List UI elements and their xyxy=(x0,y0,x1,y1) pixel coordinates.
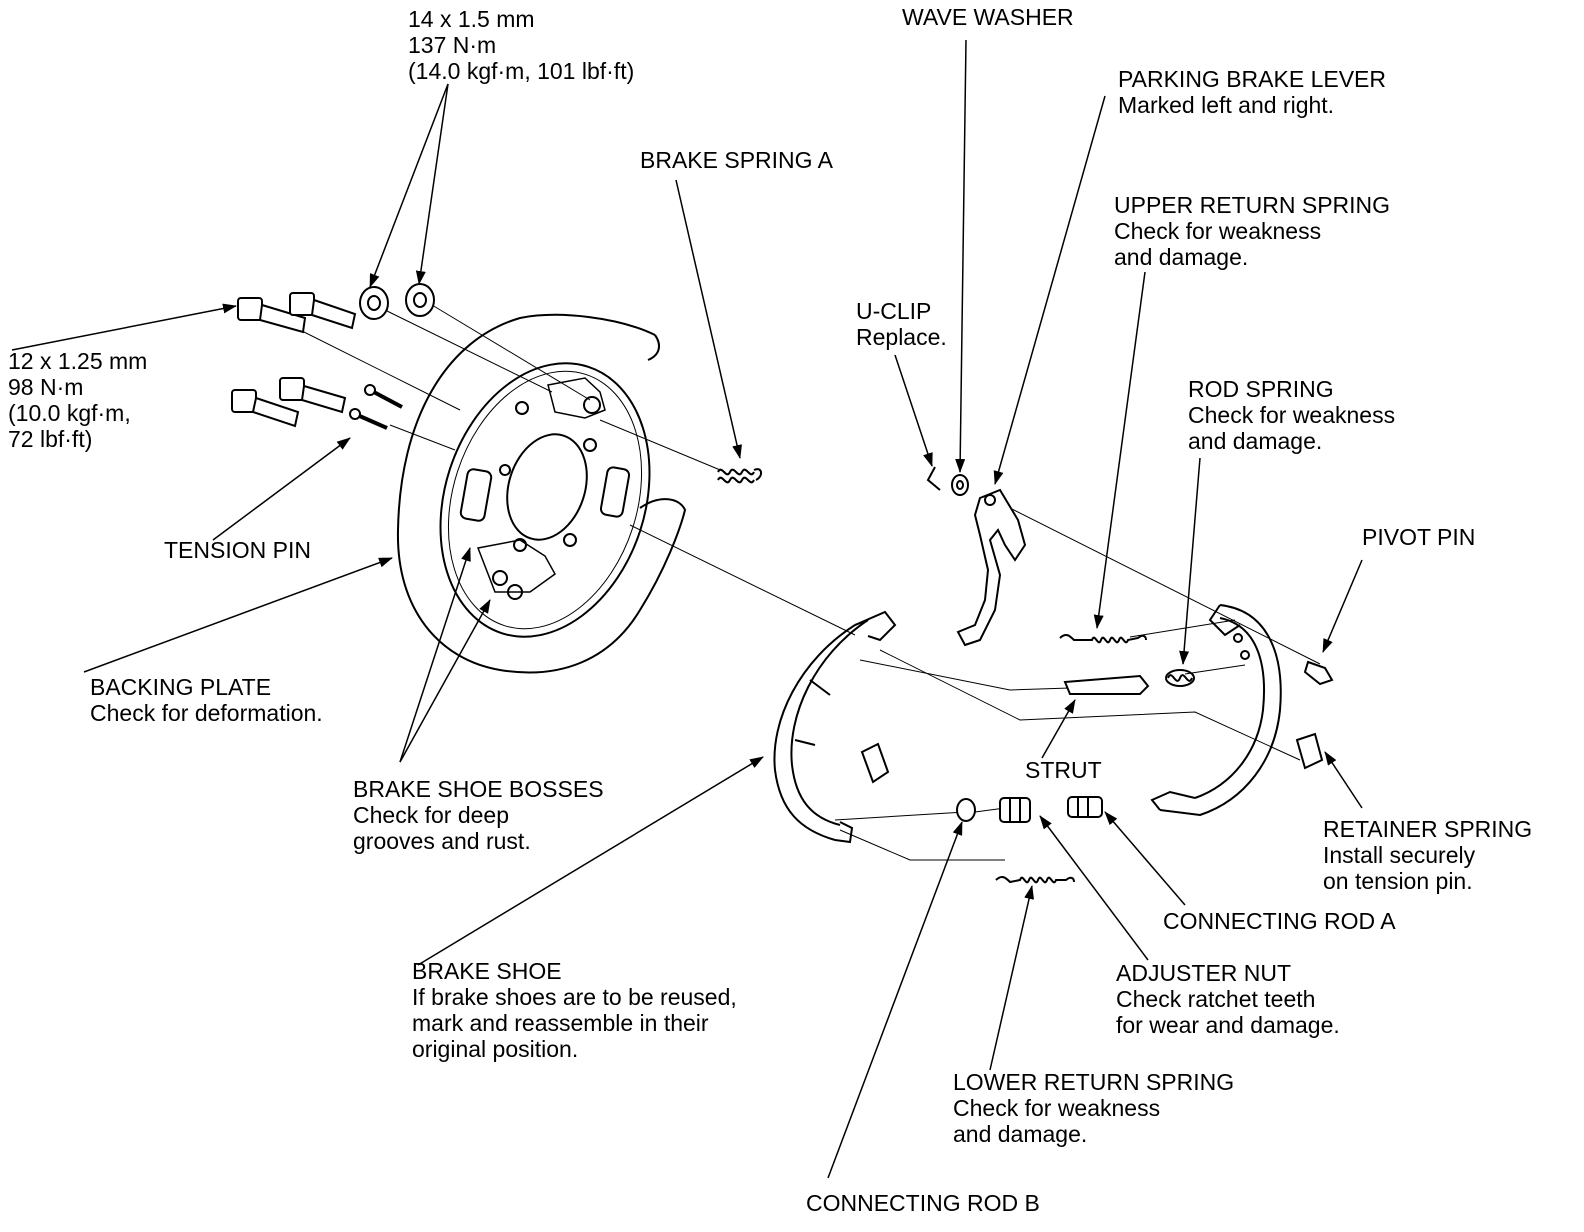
torque-14-kgf: (14.0 kgf·m, 101 lbf·ft) xyxy=(408,58,635,84)
label-pivot-pin: PIVOT PIN xyxy=(1362,524,1475,550)
tension-pin-title: TENSION PIN xyxy=(164,537,311,563)
brake-shoe-title: BRAKE SHOE xyxy=(412,958,562,984)
u-clip-drawing xyxy=(926,466,941,491)
label-connecting-rod-b: CONNECTING ROD B xyxy=(806,1190,1040,1216)
adjuster-nut-title: ADJUSTER NUT xyxy=(1116,960,1292,986)
label-retainer-spring: RETAINER SPRING Install securely on tens… xyxy=(1323,816,1532,894)
label-upper-return-spring: UPPER RETURN SPRING Check for weakness a… xyxy=(1114,192,1390,270)
u-clip-note: Replace. xyxy=(856,324,947,350)
label-torque-14mm: 14 x 1.5 mm 137 N·m (14.0 kgf·m, 101 lbf… xyxy=(408,6,634,84)
brake-shoe-note2: mark and reassemble in their xyxy=(412,1010,709,1036)
torque-12-lbf: 72 lbf·ft) xyxy=(8,426,93,452)
connecting-rod-b-title: CONNECTING ROD B xyxy=(806,1190,1040,1216)
connecting-rod-a-title: CONNECTING ROD A xyxy=(1163,908,1396,934)
backing-plate-drawing xyxy=(396,313,687,674)
rod-spring-title: ROD SPRING xyxy=(1188,376,1334,402)
label-u-clip: U-CLIP Replace. xyxy=(856,298,947,350)
brake-spring-a-title: BRAKE SPRING A xyxy=(640,147,834,173)
label-lower-return-spring: LOWER RETURN SPRING Check for weakness a… xyxy=(953,1069,1234,1147)
wave-washer-drawing xyxy=(951,474,969,496)
retainer-spring-note2: on tension pin. xyxy=(1323,868,1473,894)
label-tension-pin: TENSION PIN xyxy=(164,537,311,563)
torque-12-nm: 98 N·m xyxy=(8,374,84,400)
wave-washer-title: WAVE WASHER xyxy=(902,4,1074,30)
lower-return-spring-title: LOWER RETURN SPRING xyxy=(953,1069,1235,1095)
pivot-pin-title: PIVOT PIN xyxy=(1362,524,1476,550)
brake-shoe-bosses-note1: Check for deep xyxy=(353,802,509,828)
upper-return-spring-note1: Check for weakness xyxy=(1114,218,1322,244)
adjuster-nut-note2: for wear and damage. xyxy=(1116,1012,1340,1038)
lower-return-spring-note1: Check for weakness xyxy=(953,1095,1161,1121)
label-rod-spring: ROD SPRING Check for weakness and damage… xyxy=(1188,376,1395,454)
strut-drawing xyxy=(1063,674,1150,695)
label-parking-brake-lever: PARKING BRAKE LEVER Marked left and righ… xyxy=(1118,66,1386,118)
tension-pins xyxy=(349,384,403,430)
rod-spring-note1: Check for weakness xyxy=(1188,402,1396,428)
upper-return-spring-note2: and damage. xyxy=(1114,244,1249,270)
label-brake-shoe: BRAKE SHOE If brake shoes are to be reus… xyxy=(412,958,737,1062)
brake-shoe-bosses-title: BRAKE SHOE BOSSES xyxy=(353,776,604,802)
backing-plate-note: Check for deformation. xyxy=(90,700,323,726)
torque-14-size: 14 x 1.5 mm xyxy=(408,6,535,32)
torque-14-nm: 137 N·m xyxy=(408,32,497,58)
lower-return-spring-note2: and damage. xyxy=(953,1121,1088,1147)
label-connecting-rod-a: CONNECTING ROD A xyxy=(1163,908,1396,934)
label-brake-spring-a: BRAKE SPRING A xyxy=(640,147,833,173)
leader-arrows xyxy=(11,39,1363,1179)
label-strut: STRUT xyxy=(1025,757,1102,783)
upper-return-spring-title: UPPER RETURN SPRING xyxy=(1114,192,1391,218)
bolts-12mm xyxy=(231,292,357,428)
label-torque-12mm: 12 x 1.25 mm 98 N·m (10.0 kgf·m, 72 lbf·… xyxy=(8,348,147,452)
rod-spring-note2: and damage. xyxy=(1188,428,1323,454)
retainer-spring-note1: Install securely xyxy=(1323,842,1476,868)
brake-shoe-bosses-note2: grooves and rust. xyxy=(353,828,531,854)
left-brake-shoe-drawing xyxy=(773,610,897,844)
parking-brake-lever-drawing xyxy=(956,488,1027,647)
brake-shoe-note3: original position. xyxy=(412,1036,579,1062)
parking-brake-lever-note: Marked left and right. xyxy=(1118,92,1335,118)
adjuster-nut-note1: Check ratchet teeth xyxy=(1116,986,1316,1012)
label-adjuster-nut: ADJUSTER NUT Check ratchet teeth for wea… xyxy=(1116,960,1340,1038)
strut-title: STRUT xyxy=(1025,757,1102,783)
lower-return-spring-drawing xyxy=(995,875,1075,884)
brake-spring-a-drawing xyxy=(717,468,762,484)
torque-12-size: 12 x 1.25 mm xyxy=(8,348,148,374)
adjuster-drawing xyxy=(956,796,1103,823)
right-brake-shoe-drawing xyxy=(1150,604,1282,817)
upper-return-spring-drawing xyxy=(1059,633,1147,644)
retainer-spring-drawing xyxy=(1295,732,1324,770)
retainer-clip-left xyxy=(860,742,890,784)
rod-spring-drawing xyxy=(1165,669,1195,687)
backing-plate-title: BACKING PLATE xyxy=(90,674,272,700)
torque-12-kgf: (10.0 kgf·m, xyxy=(8,400,131,426)
label-wave-washer: WAVE WASHER xyxy=(902,4,1074,30)
retainer-spring-title: RETAINER SPRING xyxy=(1323,816,1533,842)
u-clip-title: U-CLIP xyxy=(856,298,932,324)
parking-brake-lever-title: PARKING BRAKE LEVER xyxy=(1118,66,1386,92)
label-backing-plate: BACKING PLATE Check for deformation. xyxy=(90,674,323,726)
brake-shoe-note1: If brake shoes are to be reused, xyxy=(412,984,737,1010)
label-brake-shoe-bosses: BRAKE SHOE BOSSES Check for deep grooves… xyxy=(353,776,604,854)
pivot-pin-drawing xyxy=(1303,660,1334,686)
flange-nuts xyxy=(359,283,435,320)
